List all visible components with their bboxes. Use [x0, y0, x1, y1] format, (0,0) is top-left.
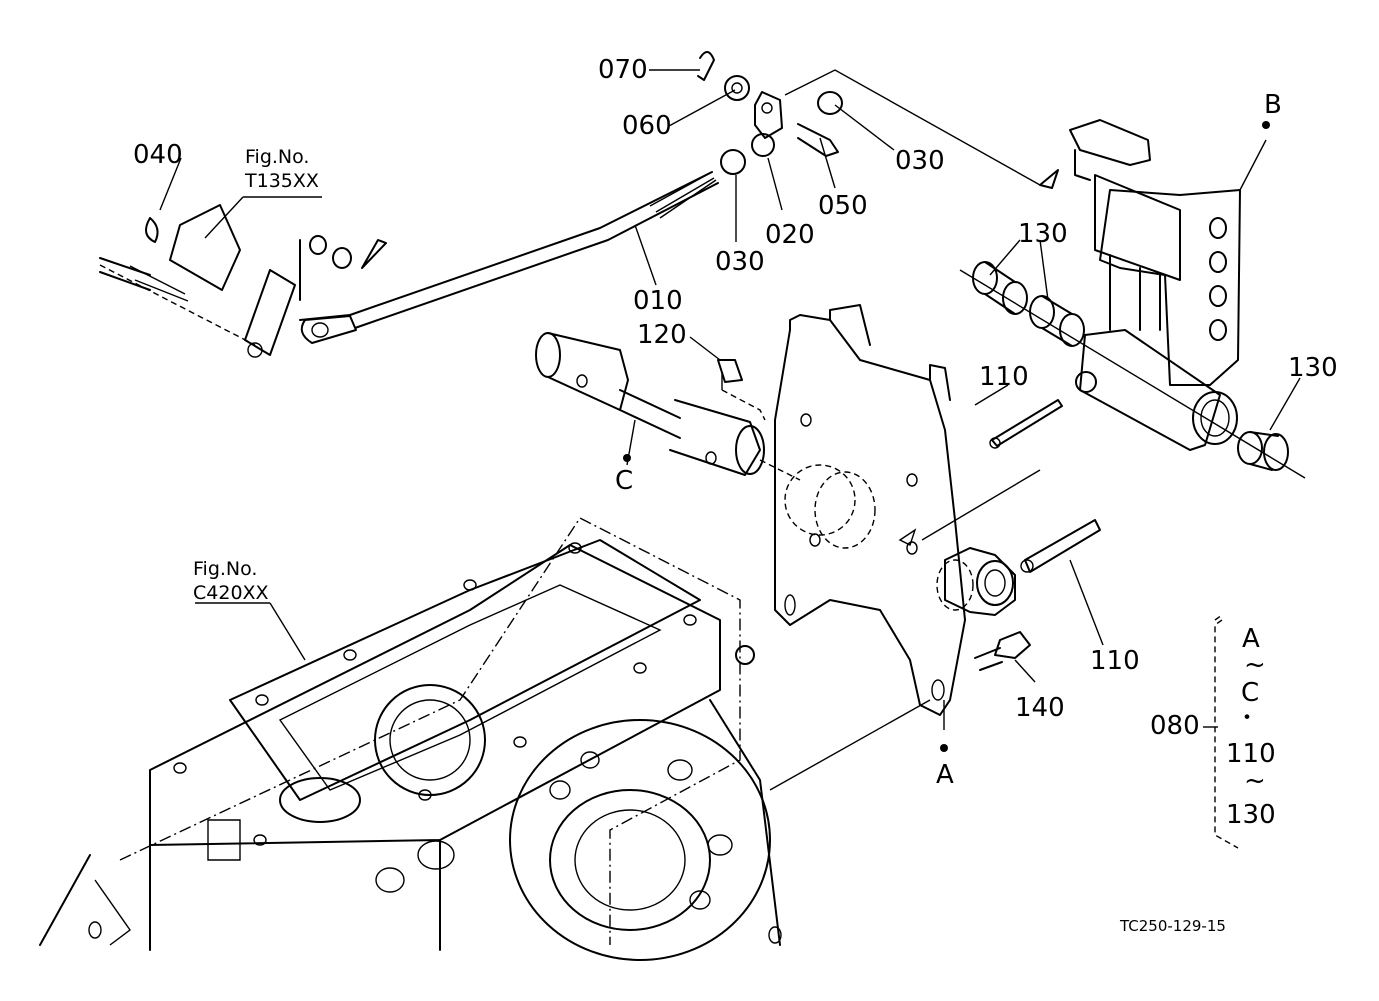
drawing-code: TC250-129-15	[1120, 917, 1226, 935]
fig-ref-t135xx-line2: T135XX	[245, 169, 319, 192]
pin-c	[535, 332, 801, 481]
label-030-right: 030	[895, 146, 945, 176]
main-plate	[774, 304, 1101, 716]
fig-ref-c420xx: Fig.No. C420XX	[193, 558, 269, 606]
fig-ref-c420xx-line2: C420XX	[193, 581, 269, 604]
assembly-item-tilde-1: ~	[1244, 650, 1266, 680]
label-110-top: 110	[979, 362, 1029, 392]
label-050: 050	[818, 191, 868, 221]
label-140: 140	[1015, 693, 1065, 723]
label-070: 070	[598, 55, 648, 85]
small-parts-group	[697, 51, 1059, 189]
ref-point-c: C	[615, 466, 634, 496]
label-120: 120	[637, 320, 687, 350]
assembly-item-110: 110	[1226, 739, 1276, 769]
ref-point-b: B	[1264, 90, 1282, 120]
fig-ref-t135xx-line1: Fig.No.	[245, 146, 310, 168]
label-060: 060	[622, 111, 672, 141]
label-030-left: 030	[715, 247, 765, 277]
fig-ref-c420xx-line1: Fig.No.	[193, 558, 258, 580]
leader-lines	[159, 69, 1301, 849]
bracket-b	[959, 119, 1306, 479]
label-020: 020	[765, 220, 815, 250]
label-010: 010	[633, 286, 683, 316]
control-rod-assembly	[99, 171, 719, 358]
label-130-top: 130	[1018, 219, 1068, 249]
assembly-item-dot: ・	[1236, 706, 1259, 731]
label-130-right: 130	[1288, 353, 1338, 383]
ref-point-a: A	[936, 760, 954, 790]
assembly-number: 080	[1150, 711, 1200, 741]
fig-ref-t135xx: Fig.No. T135XX	[245, 146, 319, 194]
assembly-item-130: 130	[1226, 800, 1276, 830]
assembly-item-tilde-2: ~	[1244, 766, 1266, 796]
label-040: 040	[133, 140, 183, 170]
transmission-case	[39, 517, 782, 961]
label-110-bottom: 110	[1090, 646, 1140, 676]
assembly-item-a: A	[1242, 624, 1260, 654]
assembly-item-c: C	[1241, 678, 1260, 708]
